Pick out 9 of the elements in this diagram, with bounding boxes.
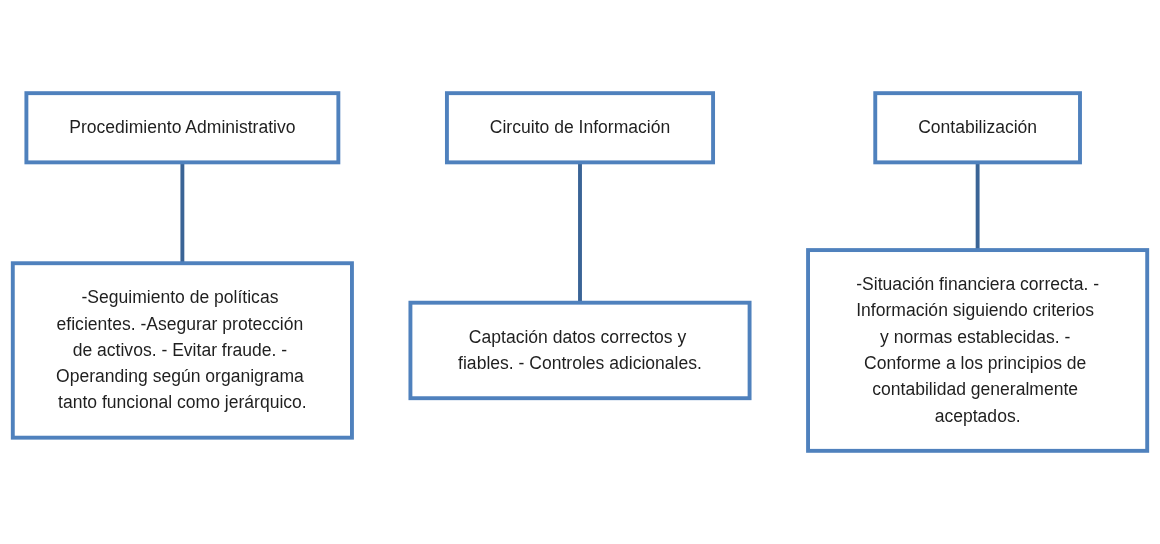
node-box: Captación datos correctos y fiables. - Controles adicionales. [408, 300, 752, 401]
node-box: Contabilización [873, 91, 1082, 165]
node-box: Circuito de Información [444, 91, 716, 165]
connector [180, 162, 185, 264]
connector [578, 162, 582, 303]
node-box: -Situación financiera correcta. -Información siguiendo criterios y normas establecidas. - Conforme a los principios de contabilidad generalmente aceptados. [806, 248, 1150, 453]
connector [975, 162, 980, 251]
node-box: Procedimiento Administrativo [24, 91, 341, 165]
node-box: -Seguimiento de políticas eficientes. -Asegurar protección de activos. - Evitar fraude. - Operanding según organigrama tanto funcional como jerárquico. [10, 261, 354, 440]
